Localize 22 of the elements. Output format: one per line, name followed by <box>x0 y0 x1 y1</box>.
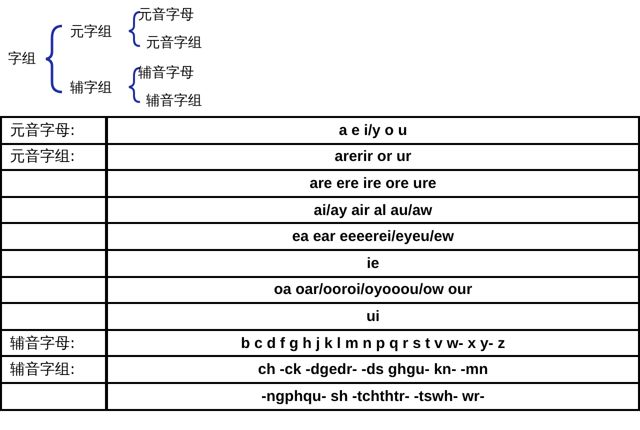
tree-label: 元字组 <box>70 24 112 40</box>
table-cell: oa oar/ooroi/oyooou/ow our <box>106 276 639 304</box>
table-cell: are ere ire ore ure <box>106 170 639 197</box>
row-header-cell: 元音字母: <box>1 117 106 144</box>
table-cell: ch -ck -dgedr- -ds ghgu- kn- -mn <box>106 356 639 383</box>
tree-label: 元音字母 <box>138 7 194 23</box>
tree-label: 元音字组 <box>146 35 202 51</box>
table-cell: ea ear eeeerei/eyeu/ew <box>106 223 639 250</box>
tree-label: 字组 <box>8 51 36 67</box>
table-cell: ui <box>106 303 639 330</box>
tree-label: 辅字组 <box>70 80 112 96</box>
table-cell: ai/ay air al au/aw <box>106 196 639 224</box>
table-cell: b c d f g h j k l m n p q r s t v w- x y- z <box>106 330 639 356</box>
row-header-cell: 元音字组: <box>1 144 106 170</box>
tree-label: 辅音字组 <box>146 93 202 109</box>
table-cell: arerir or ur <box>106 144 639 170</box>
row-header-cell: 辅音字母: <box>1 330 106 356</box>
row-header-cell: 辅音字组: <box>1 356 106 383</box>
table-cell: a e i/y o u <box>106 117 639 144</box>
tree-label: 辅音字母 <box>138 65 194 81</box>
table-cell: -ngphqu- sh -tchthtr- -tswh- wr- <box>106 382 639 410</box>
table-cell: ie <box>106 250 639 277</box>
